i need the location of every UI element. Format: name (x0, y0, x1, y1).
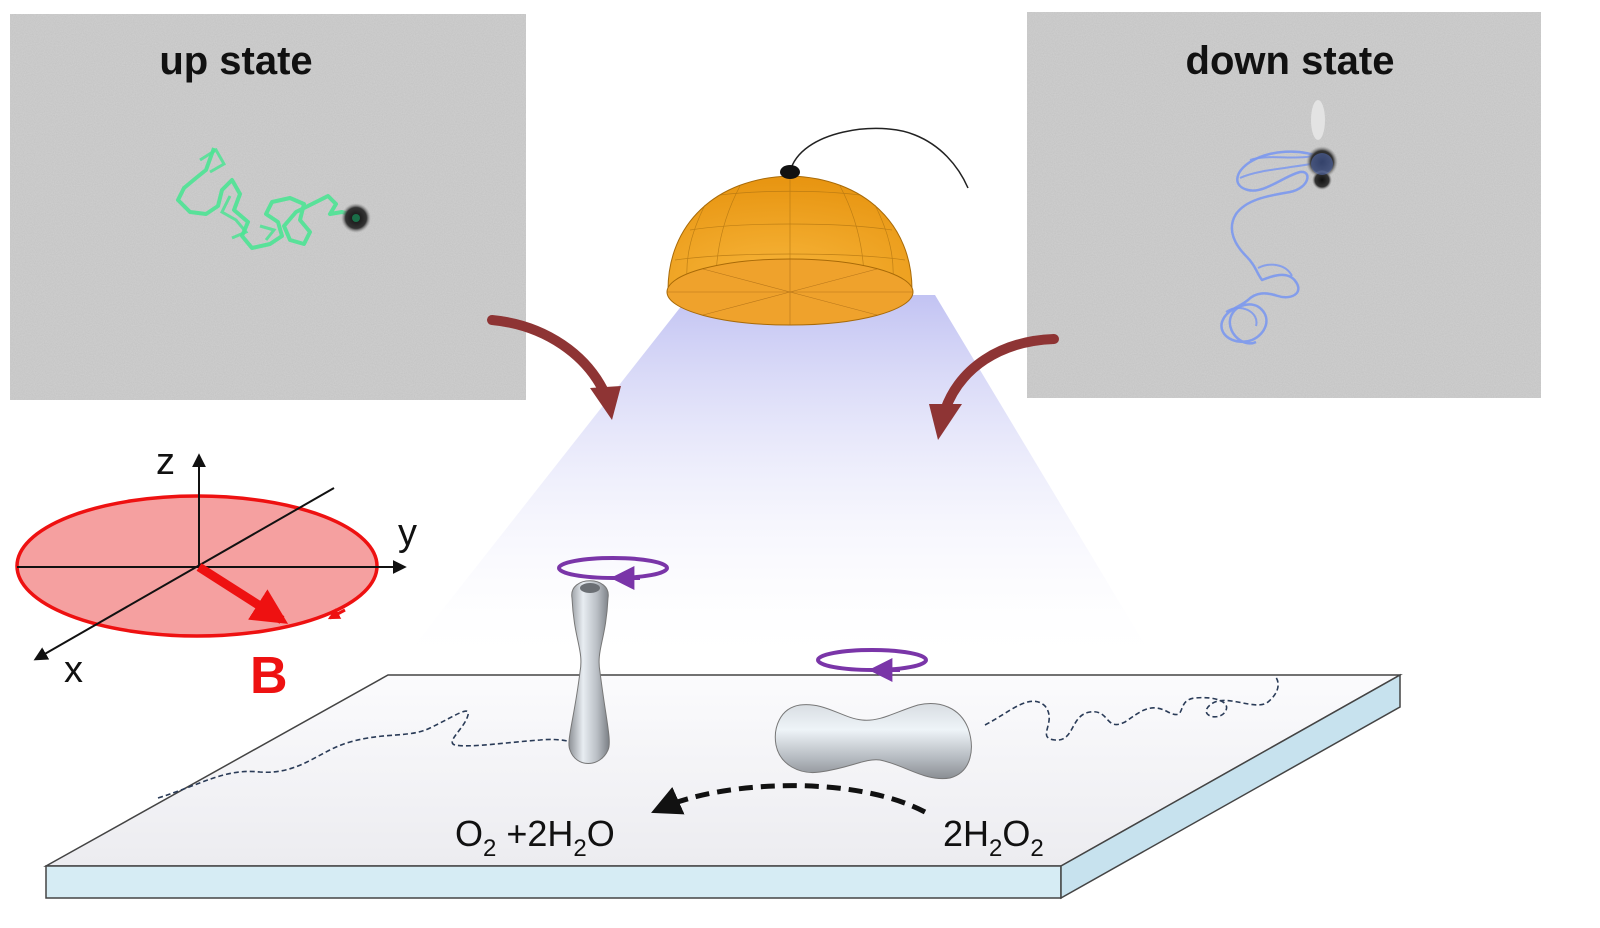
down-state-title: down state (1186, 39, 1395, 83)
down-state-particle (1306, 146, 1338, 178)
field-label: B (250, 647, 288, 705)
lamp-cable (789, 127, 969, 189)
down-state-panel: down state (1027, 12, 1541, 398)
z-label: z (156, 441, 175, 483)
down-state-trace (1220, 150, 1323, 345)
up-state-trace (176, 147, 357, 250)
lamp (666, 127, 969, 326)
field-vector (196, 563, 289, 624)
swimmer-vertical (568, 580, 610, 764)
x-axis (33, 487, 335, 661)
lamp-knob (780, 165, 800, 179)
y-label: y (398, 512, 417, 554)
x-label: x (64, 649, 83, 691)
field-rotation-arrow (327, 608, 346, 620)
substrate-plate (43, 673, 1403, 900)
field-diagram: z y x B (15, 441, 417, 705)
arrow-up-to-center (487, 315, 621, 420)
trajectory-left (157, 710, 579, 799)
trajectory-right (984, 675, 1279, 741)
reaction-reactant: 2H2O2 (943, 813, 1044, 862)
swimmer-horizontal (774, 703, 972, 780)
arrow-down-to-center (929, 334, 1059, 440)
up-state-title: up state (159, 39, 312, 83)
reaction-arrow (651, 783, 927, 815)
reaction-products: O2 +2H2O (455, 813, 615, 862)
up-state-panel: up state (10, 14, 526, 400)
